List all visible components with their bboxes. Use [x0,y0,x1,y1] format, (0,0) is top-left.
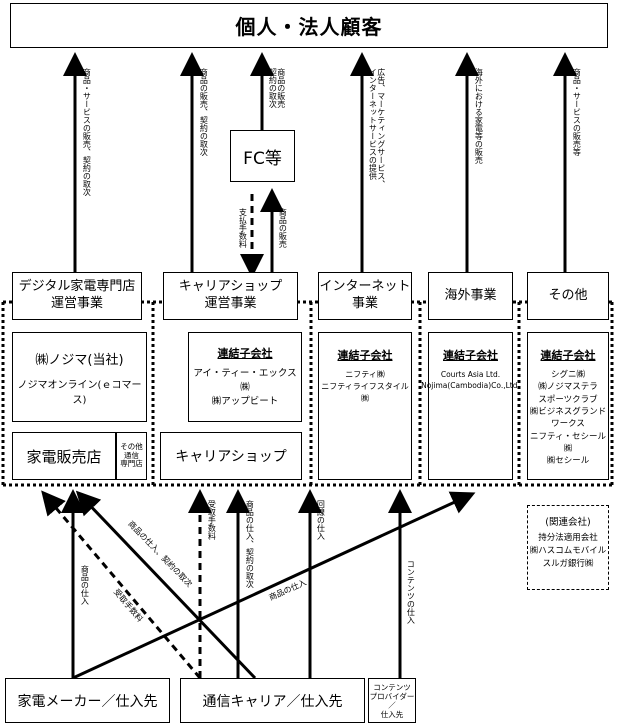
flow-arrow [72,491,476,680]
segment-internet: インターネット 事業 [318,272,412,320]
fc-box: FC等 [230,130,295,182]
flow-label: 商品の仕入 [80,565,90,605]
overseas-subsidiaries: 連結子会社 Courts Asia Ltd. Nojima(Cambodia)C… [421,332,520,480]
other-telecom-store-box: その他 通信 専門店 [116,432,147,480]
home-appliance-store-box: 家電販売店 [12,432,116,480]
carrier-subsidiaries: 連結子会社 アイ・ティー・エックス㈱ ㈱アップビート [188,332,302,422]
nojima-name: ㈱ノジマ(当社) [35,352,124,368]
affiliate-heading: (関連会社) [545,517,591,528]
carrier-shop-box: キャリアショップ [160,432,302,480]
affiliate-body: 持分法適用会社 ㈱ハスコムモバイル スルガ銀行㈱ [529,533,607,569]
nojima-online: ノジマオンライン(ｅコマース) [17,379,142,406]
segment-digital: デジタル家電専門店 運営事業 [12,272,142,320]
flow-label: 商品の販売 [278,208,288,248]
flow-label: 商品の販売、契約の取次 [199,68,209,156]
flow-label: 商品・サービスの販売等 [572,68,582,156]
fc-label: FC等 [243,148,282,169]
content-provider-box: コンテンツ プロバイダー／ 仕入先 [368,678,416,723]
flow-label: コンテンツの仕入 [406,560,416,624]
customer-box: 個人・法人顧客 [10,3,608,48]
maker-supplier-box: 家電メーカー／仕入先 [5,678,170,723]
flow-label: 商品・サービスの販売、契約の取次 [82,68,92,196]
internet-subsidiaries: 連結子会社 ニフティ㈱ ニフティライフスタイル㈱ [318,332,412,480]
flow-label: 商品の仕入、契約の取次 [245,500,255,588]
segment-other: その他 [527,272,609,320]
flow-label: 商品の販売 契約の取次 [268,68,286,108]
affiliate-box: (関連会社) 持分法適用会社 ㈱ハスコムモバイル スルガ銀行㈱ [527,505,609,590]
segment-overseas: 海外事業 [428,272,513,320]
flow-label: 海外における家電等の販売 [474,68,484,164]
flow-label: 広告、マーケティングサービス、 インターネットサービスの提供 [368,68,386,188]
flow-label: 受取手数料 [207,500,217,540]
segment-carrier: キャリアショップ 運営事業 [163,272,298,320]
other-subsidiaries: 連結子会社 シグニ㈱ ㈱ノジマステラ スポーツクラブ ㈱ビジネスグランド ワーク… [527,332,609,480]
flow-arrow [75,490,257,680]
carrier-supplier-box: 通信キャリア／仕入先 [180,678,365,723]
nojima-company-box: ㈱ノジマ(当社) ノジマオンライン(ｅコマース) [12,332,147,422]
flow-label: 支払手数料 [238,208,248,248]
flow-label: 回線の仕入 [316,500,326,540]
flow-arrow-dashed [41,490,202,679]
customer-title: 個人・法人顧客 [235,15,383,39]
